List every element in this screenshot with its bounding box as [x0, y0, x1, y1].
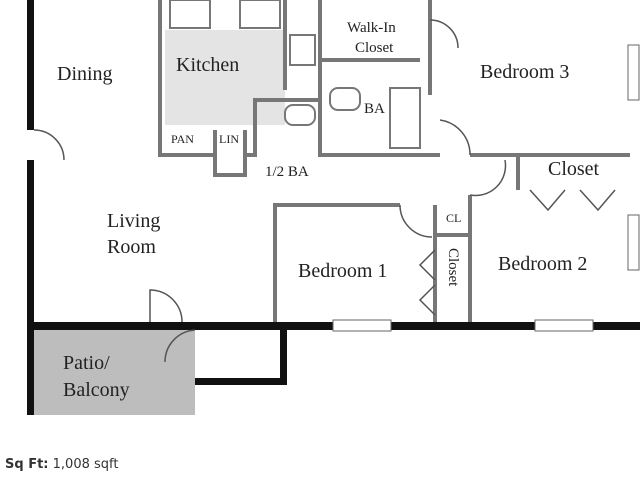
interior-walls	[158, 0, 630, 322]
room-label-kitchen: Kitchen	[176, 54, 239, 76]
window	[627, 214, 640, 271]
room-label-walk-in-closet-2: Closet	[355, 40, 394, 56]
window	[534, 319, 594, 332]
fixtures	[169, 0, 421, 149]
room-label-closet-bedroom-1: Closet	[445, 248, 461, 287]
room-label-pantry: PAN	[171, 132, 194, 146]
room-label-balcony: Balcony	[63, 379, 130, 401]
window	[627, 44, 640, 101]
room-label-dining: Dining	[57, 63, 113, 85]
kitchen-floor	[165, 30, 285, 125]
window	[332, 319, 392, 332]
room-label-walk-in-closet: Walk-In	[347, 20, 396, 36]
room-label-cl: CL	[446, 211, 461, 225]
patio-area	[33, 330, 195, 415]
room-label-closet-bedroom-2: Closet	[548, 158, 600, 180]
floor-plan-image: Dining Kitchen Walk-In Closet Bedroom 3 …	[27, 0, 640, 415]
room-label-patio: Patio/	[63, 352, 110, 374]
room-label-room: Room	[107, 236, 156, 258]
room-label-bedroom-1: Bedroom 1	[298, 260, 387, 282]
room-label-bedroom-3: Bedroom 3	[480, 61, 569, 83]
room-label-living: Living	[107, 210, 160, 232]
room-label-ba: BA	[364, 101, 385, 117]
sqft-value: 1,008 sqft	[52, 457, 119, 472]
doors	[33, 19, 616, 363]
room-label-half-bath: 1/2 BA	[265, 164, 309, 180]
sqft-label: Sq Ft:	[5, 457, 49, 472]
room-label-bedroom-2: Bedroom 2	[498, 253, 587, 275]
room-label-linen: LIN	[219, 132, 239, 146]
square-footage: Sq Ft: 1,008 sqft	[5, 457, 118, 472]
